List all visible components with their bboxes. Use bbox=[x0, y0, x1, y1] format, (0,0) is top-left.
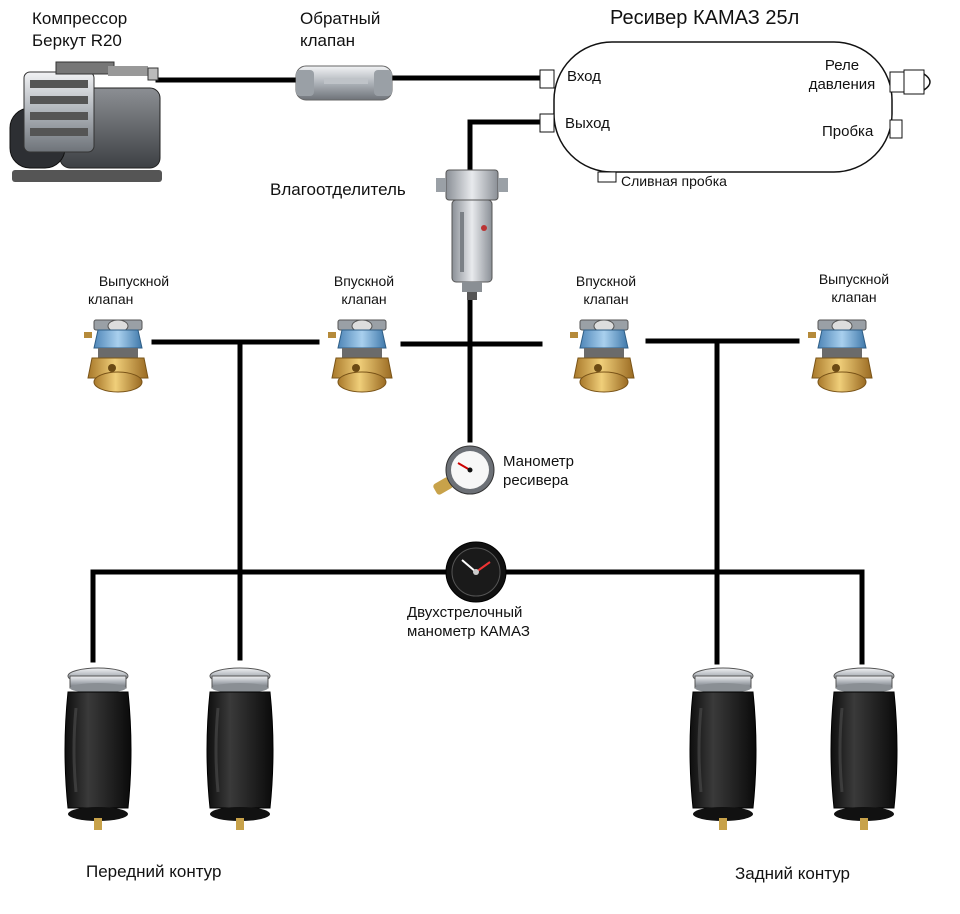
receiver-inlet-label: Вход bbox=[567, 68, 601, 85]
exhaust-valve-right bbox=[807, 319, 873, 393]
receiver-outlet-port bbox=[539, 113, 555, 133]
front-circuit-label: Передний контур bbox=[86, 862, 222, 881]
receiver-relay-port bbox=[889, 71, 905, 93]
inlet-valve-left bbox=[327, 319, 393, 393]
receiver-title: Ресивер КАМАЗ 25л bbox=[610, 7, 800, 29]
compressor-label-line2: Беркут R20 bbox=[32, 31, 122, 50]
exhaust-valve-left-label-line1: Выпускной bbox=[98, 273, 170, 289]
inlet-valve-left-label-line2: клапан bbox=[341, 291, 387, 307]
check-valve-label: Обратный клапан bbox=[300, 8, 380, 52]
check-valve-label-line1: Обратный bbox=[300, 9, 381, 28]
separator-label: Влагоотделитель bbox=[270, 180, 406, 199]
exhaust-valve-right-label-line1: Выпускной bbox=[818, 271, 890, 287]
dual-needle-gauge bbox=[445, 541, 507, 603]
drain-plug-label: Сливная пробка bbox=[621, 173, 727, 189]
airbag-front-left bbox=[63, 666, 133, 832]
dual-gauge-label: Двухстрелочный манометр КАМАЗ bbox=[407, 603, 530, 641]
inlet-valve-right bbox=[569, 319, 635, 393]
compressor-label-line1: Компрессор bbox=[32, 9, 128, 28]
inlet-valve-right-label: Впускной клапан bbox=[560, 272, 652, 308]
receiver-gauge-label-line1: Манометр bbox=[503, 453, 575, 470]
receiver-inlet-port bbox=[539, 69, 555, 89]
pressure-relay-label: Реле давления bbox=[800, 56, 884, 94]
pressure-relay-label-line1: Реле bbox=[824, 57, 860, 74]
receiver-gauge-label: Манометр ресивера bbox=[503, 452, 574, 490]
airbag-rear-left bbox=[688, 666, 758, 832]
compressor-label: Компрессор Беркут R20 bbox=[32, 8, 127, 52]
exhaust-valve-left bbox=[83, 319, 149, 393]
inlet-valve-left-label-line1: Впускной bbox=[333, 273, 395, 289]
moisture-separator bbox=[436, 169, 508, 300]
exhaust-valve-left-label-line2: клапан bbox=[88, 291, 134, 307]
inlet-valve-left-label: Впускной клапан bbox=[318, 272, 410, 308]
airbag-rear-right bbox=[829, 666, 899, 832]
dual-gauge-label-line1: Двухстрелочный bbox=[407, 604, 523, 621]
airbag-front-right bbox=[205, 666, 275, 832]
exhaust-valve-right-label-line2: клапан bbox=[831, 289, 877, 305]
check-valve bbox=[295, 65, 393, 101]
exhaust-valve-right-label: Выпускной клапан bbox=[806, 270, 902, 306]
receiver-gauge-label-line2: ресивера bbox=[503, 472, 569, 489]
exhaust-valve-left-label: Выпускной клапан bbox=[86, 272, 182, 308]
check-valve-label-line2: клапан bbox=[300, 31, 356, 50]
receiver-plug-label: Пробка bbox=[822, 123, 874, 140]
receiver-tank bbox=[539, 41, 931, 183]
dual-gauge-label-line2: манометр КАМАЗ bbox=[407, 623, 530, 640]
pipe-receiver-separator bbox=[467, 119, 543, 173]
inlet-valve-right-label-line1: Впускной bbox=[575, 273, 637, 289]
receiver-drain-port bbox=[597, 171, 617, 183]
compressor bbox=[9, 61, 162, 182]
pressure-relay-label-line2: давления bbox=[808, 76, 876, 93]
rear-circuit-label: Задний контур bbox=[735, 864, 850, 883]
receiver-outlet-label: Выход bbox=[565, 115, 610, 132]
inlet-valve-right-label-line2: клапан bbox=[583, 291, 629, 307]
receiver-gauge bbox=[433, 445, 495, 495]
receiver-plug-port bbox=[889, 119, 903, 139]
pressure-relay bbox=[903, 69, 925, 95]
